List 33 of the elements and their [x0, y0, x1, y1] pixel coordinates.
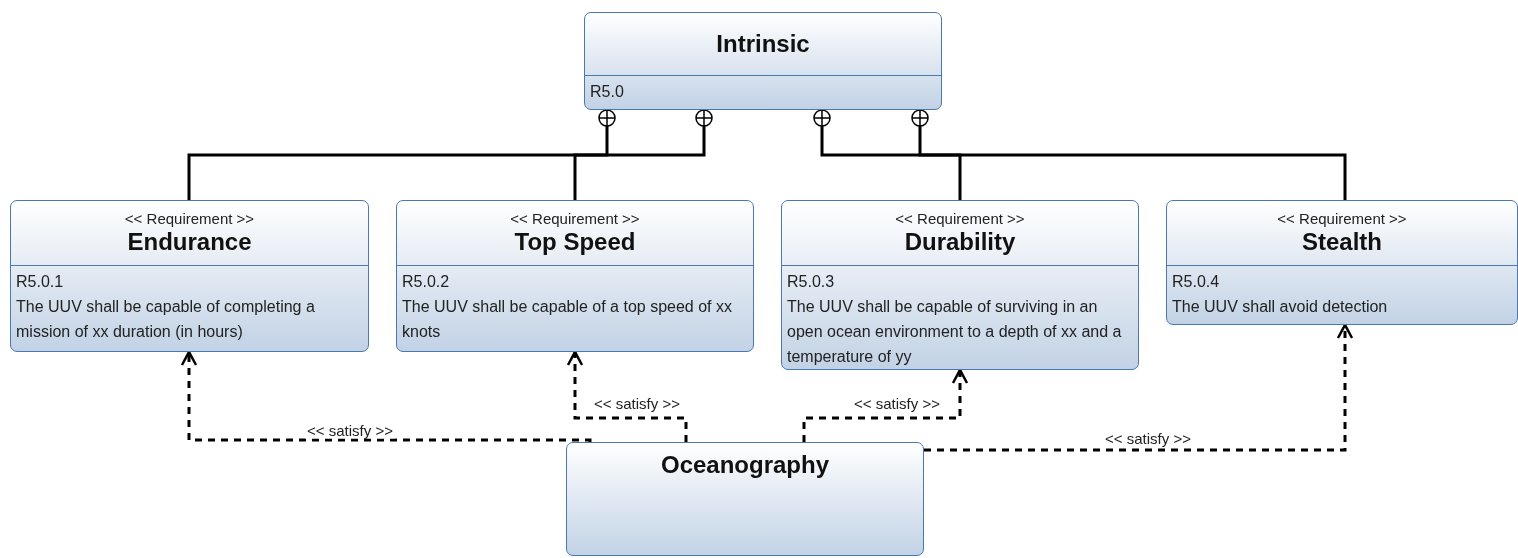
box-title: Top Speed — [514, 227, 636, 257]
requirement-id: R5.0 — [590, 82, 625, 102]
requirement-box — [10, 200, 369, 352]
requirement-id: R5.0.2 — [402, 272, 451, 292]
requirement-box — [584, 12, 942, 110]
box-title: Intrinsic — [716, 29, 810, 59]
requirement-id: R5.0.3 — [787, 272, 836, 292]
stereotype-label: << Requirement >> — [1277, 209, 1407, 227]
requirement-text: The UUV shall be capable of completing a mission of xx duration (in hours) — [16, 297, 316, 342]
box-title: Durability — [904, 227, 1016, 257]
stereotype-label: << Requirement >> — [124, 209, 255, 227]
box-title: Endurance — [127, 227, 252, 257]
requirement-text: The UUV shall be capable of a top speed of xx knots — [402, 297, 733, 342]
dependency-arrow — [802, 368, 969, 442]
requirement-box — [566, 442, 924, 556]
dependency-arrow — [924, 323, 1354, 452]
requirement-id: R5.0.1 — [16, 272, 65, 292]
requirement-text: The UUV shall avoid detection — [1172, 297, 1389, 317]
requirement-box — [781, 200, 1139, 370]
containment-line — [911, 109, 1347, 200]
requirement-box — [396, 200, 754, 352]
box-title: Stealth — [1302, 227, 1382, 257]
containment-line — [187, 109, 616, 200]
dependency-arrow — [180, 350, 592, 444]
box-title: Oceanography — [660, 450, 829, 480]
stereotype-label: << Requirement >> — [510, 209, 640, 227]
requirement-text: The UUV shall be capable of surviving in an open ocean environment to a depth of xx and a temperature of yy — [787, 297, 1123, 367]
requirement-box — [1166, 200, 1518, 325]
requirement-id: R5.0.4 — [1172, 272, 1221, 292]
dependency-arrow — [566, 350, 688, 442]
containment-line — [573, 109, 713, 200]
stereotype-label: << Requirement >> — [895, 209, 1025, 227]
containment-line — [813, 109, 962, 200]
